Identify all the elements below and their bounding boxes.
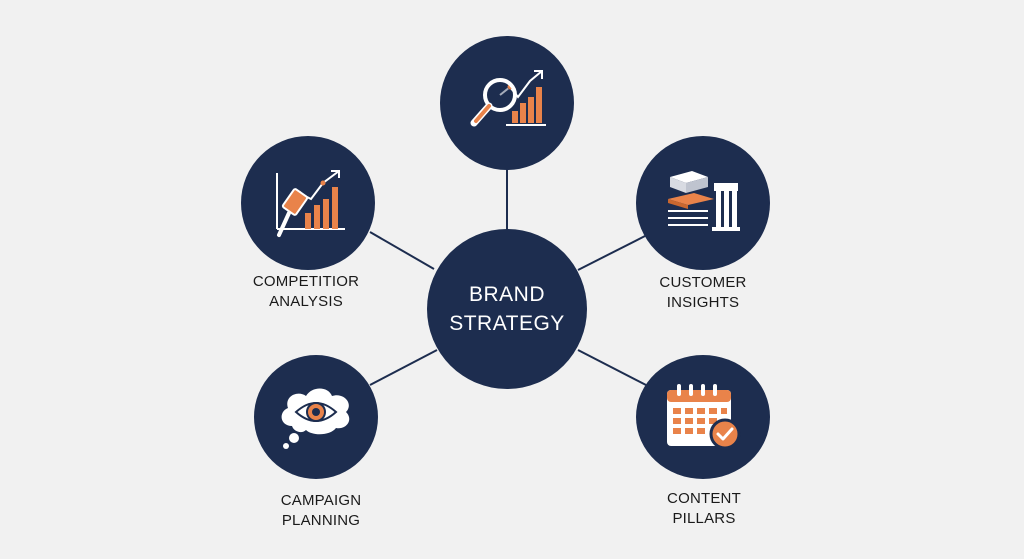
connector-campaign: [369, 349, 438, 386]
label-customer-line1: CUSTOMER: [659, 274, 747, 291]
center-node-brand-strategy: BRAND STRATEGY: [427, 229, 587, 389]
magnifier-growth-chart-icon: [470, 70, 546, 127]
label-customer-line2: INSIGHTS: [666, 294, 740, 311]
label-content-pillars: CONTENT PILLARS: [629, 489, 779, 529]
connector-competitor: [369, 231, 435, 270]
label-competitor-line1: COMPETITIOR: [252, 273, 360, 290]
label-content-line2: PILLARS: [672, 510, 736, 527]
label-campaign-line2: PLANNING: [281, 512, 361, 529]
connector-customer: [577, 235, 646, 271]
growth-chart-telescope-icon: [276, 170, 345, 237]
label-customer-insights: CUSTOMER INSIGHTS: [628, 273, 778, 313]
layered-blocks-icon: [668, 171, 740, 231]
connector-content: [577, 349, 647, 386]
center-title-line2: STRATEGY: [449, 312, 565, 335]
node-customer-insights: [636, 136, 770, 270]
label-competitor-analysis: COMPETITIOR ANALYSIS: [231, 272, 381, 312]
label-competitor-line2: ANALYSIS: [269, 293, 343, 310]
node-content-pillars: [636, 355, 770, 479]
node-campaign-planning: [254, 355, 378, 479]
label-campaign-planning: CAMPAIGN PLANNING: [246, 491, 396, 531]
center-title-line1: BRAND: [468, 283, 545, 306]
center-title: BRAND STRATEGY: [449, 280, 565, 338]
thought-bubble-eye-icon: [281, 388, 350, 449]
label-content-line1: CONTENT: [667, 490, 741, 507]
node-top-research: [440, 36, 574, 170]
label-campaign-line1: CAMPAIGN: [280, 492, 362, 509]
node-competitor-analysis: [241, 136, 375, 270]
calendar-check-icon: [667, 384, 741, 450]
